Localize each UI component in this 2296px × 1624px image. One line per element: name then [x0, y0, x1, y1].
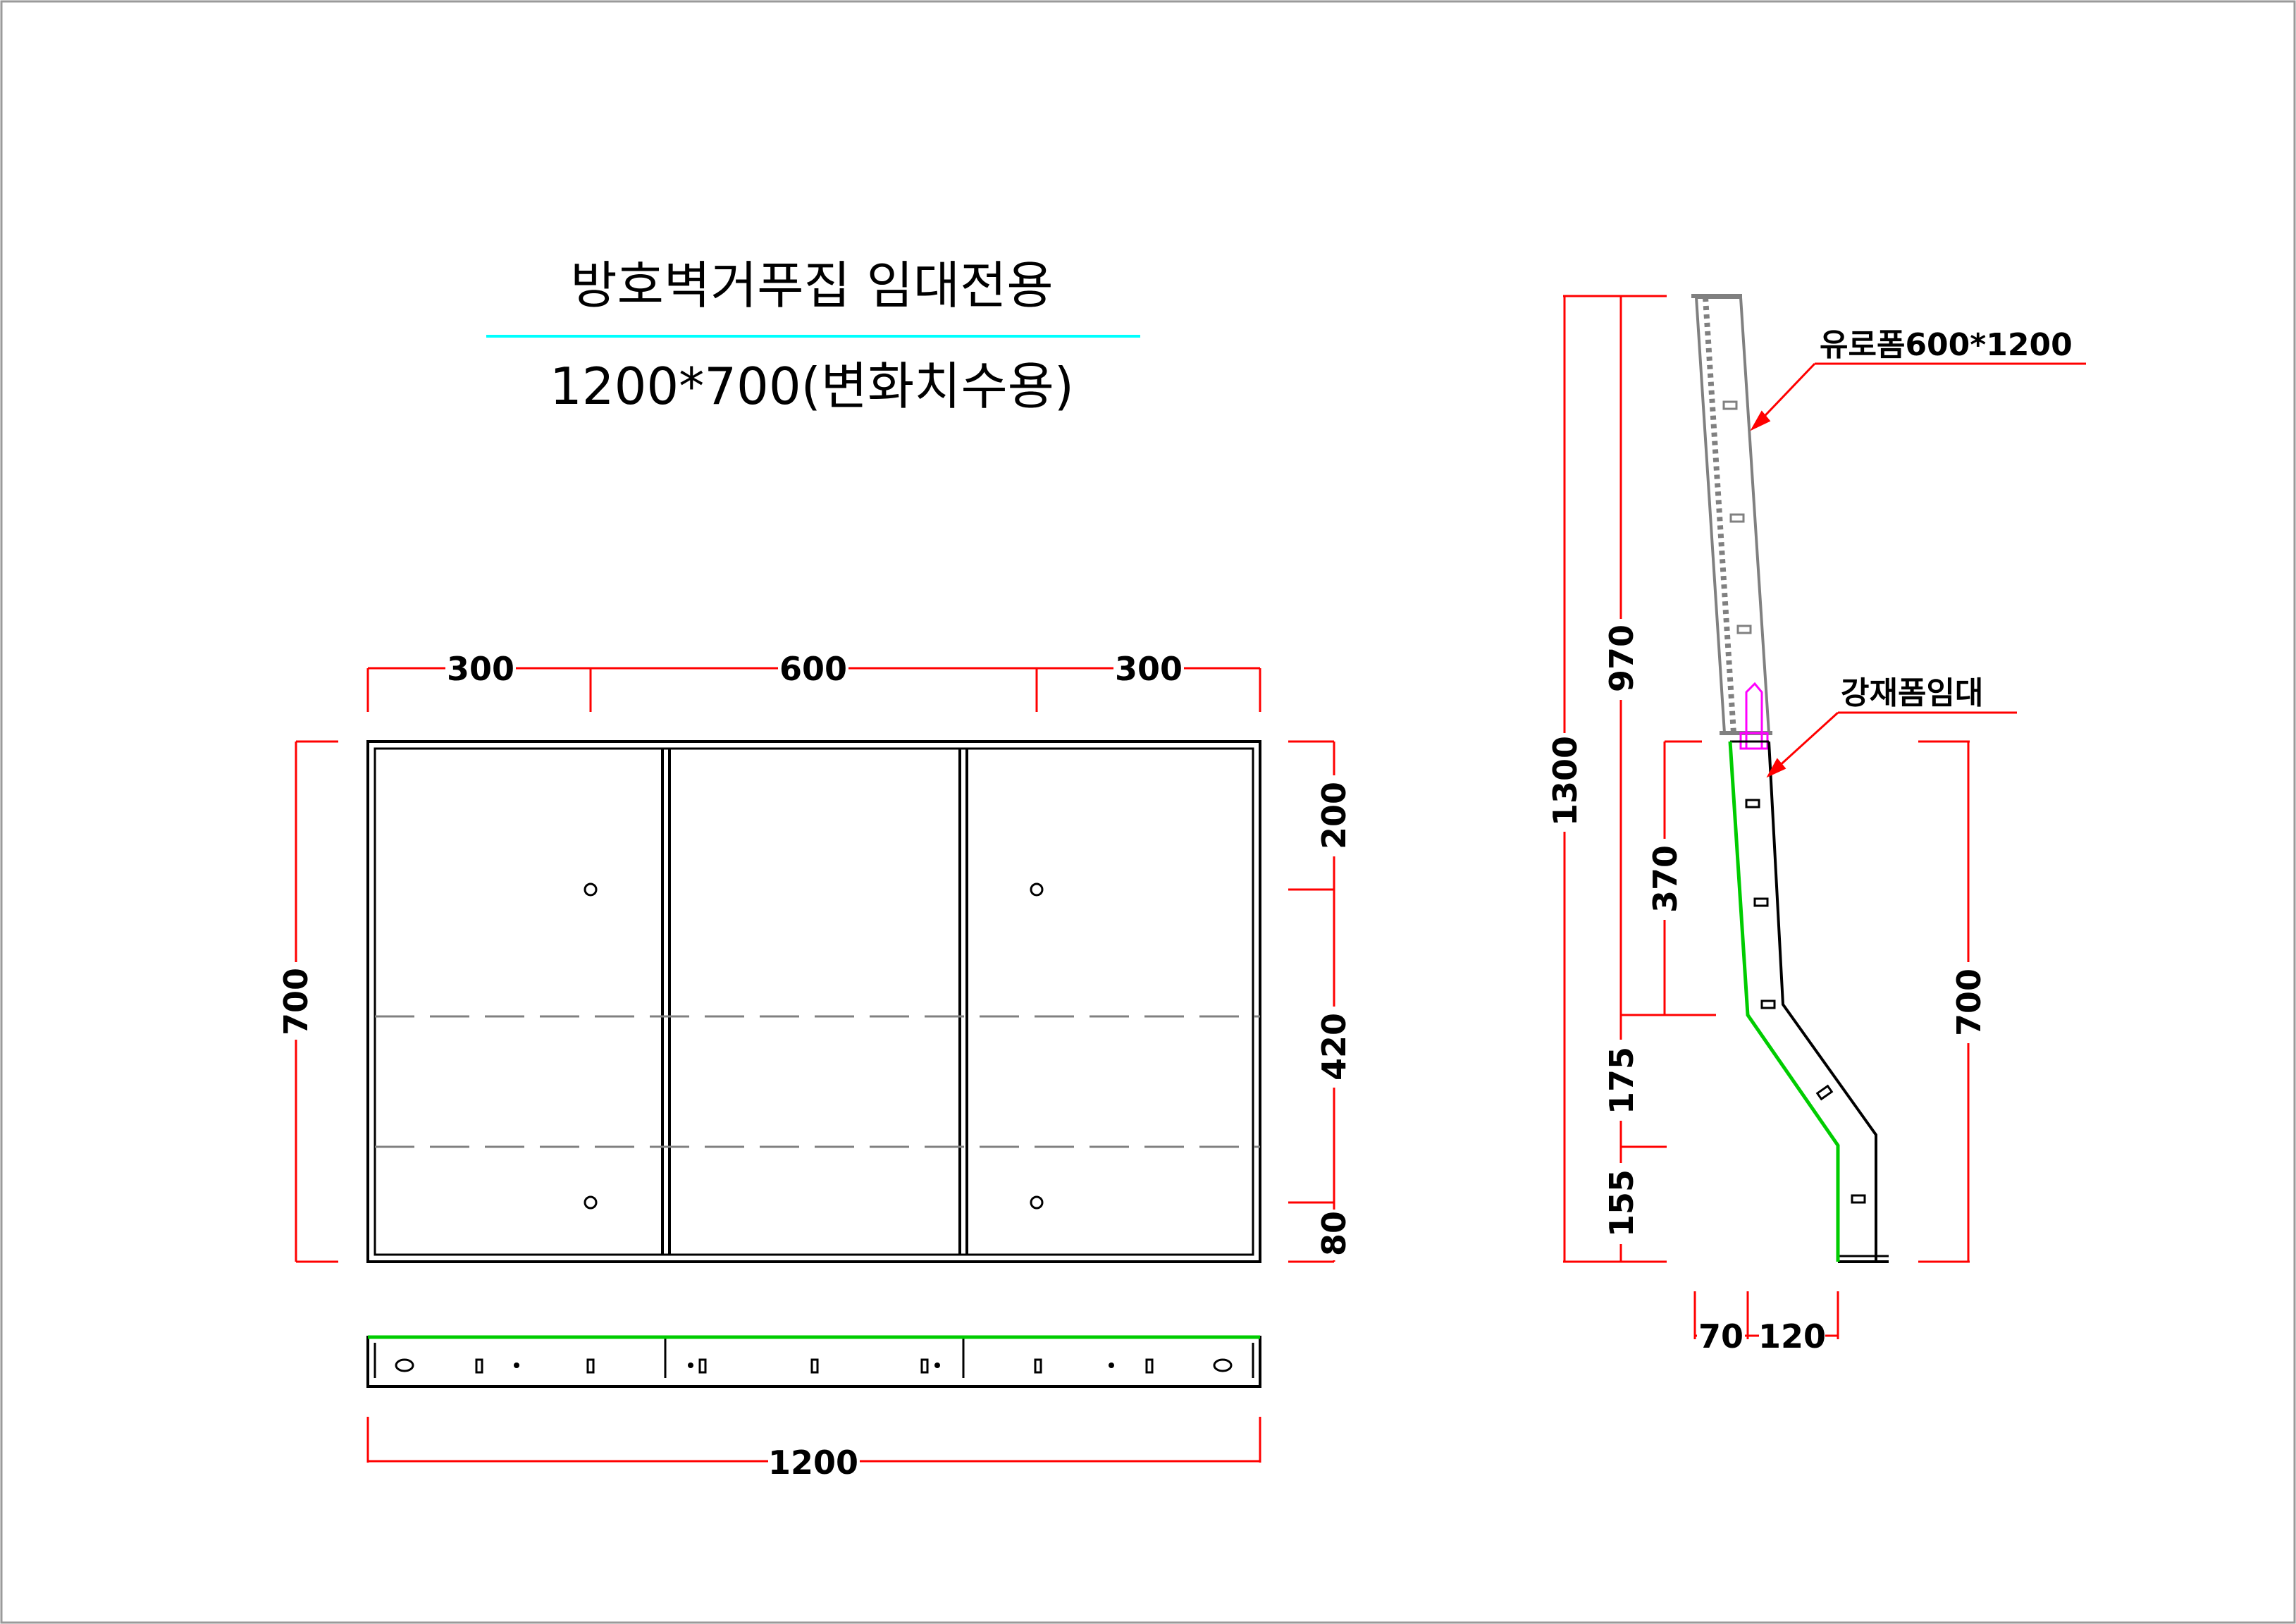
dim-700-right: 700 [1950, 968, 1988, 1036]
callout-lower [1766, 711, 2017, 778]
dim-80: 80 [1315, 1211, 1353, 1256]
euroform-panel [1691, 294, 1772, 735]
dim-155: 155 [1603, 1169, 1641, 1237]
dim-70: 70 [1698, 1317, 1743, 1355]
dim-200: 200 [1315, 782, 1353, 849]
title-line1: 방호벽거푸집 임대전용 [570, 256, 1053, 315]
dim-1200: 1200 [768, 1444, 858, 1482]
dim-600: 600 [779, 650, 847, 688]
dim-120: 120 [1758, 1317, 1826, 1355]
callout-upper [1750, 362, 2086, 431]
steel-form-slots [1745, 799, 1866, 1204]
tie-holes [584, 882, 1044, 1210]
dim-300-left: 300 [447, 650, 514, 688]
callout-upper-text: 유로폼600*1200 [1820, 327, 2073, 363]
title-line2: 1200*700(변화치수용) [550, 357, 1074, 416]
panel-frame [366, 740, 1261, 1263]
front-view: 300 600 300 700 200 420 80 [275, 647, 1354, 1263]
dim-420: 420 [1315, 1013, 1353, 1081]
dim-370: 370 [1646, 845, 1684, 913]
side-view: 유로폼600*1200 강재폼임대 1300 970 370 175 155 [1543, 294, 2086, 1358]
plan-slots [395, 1358, 1233, 1374]
dim-700-left: 700 [277, 968, 315, 1035]
dim-300-right: 300 [1115, 650, 1183, 688]
dim-175: 175 [1603, 1047, 1641, 1114]
dim-1300: 1300 [1546, 736, 1584, 826]
wedge-pin [1739, 682, 1769, 750]
steel-form-edge [1728, 741, 1840, 1262]
plan-view: 1200 [366, 1335, 1261, 1482]
panel-hidden-lines [375, 1015, 1260, 1148]
dim-970: 970 [1603, 625, 1641, 692]
callout-lower-text: 강재폼임대 [1841, 675, 1983, 711]
steel-form-profile [1729, 740, 1889, 1263]
